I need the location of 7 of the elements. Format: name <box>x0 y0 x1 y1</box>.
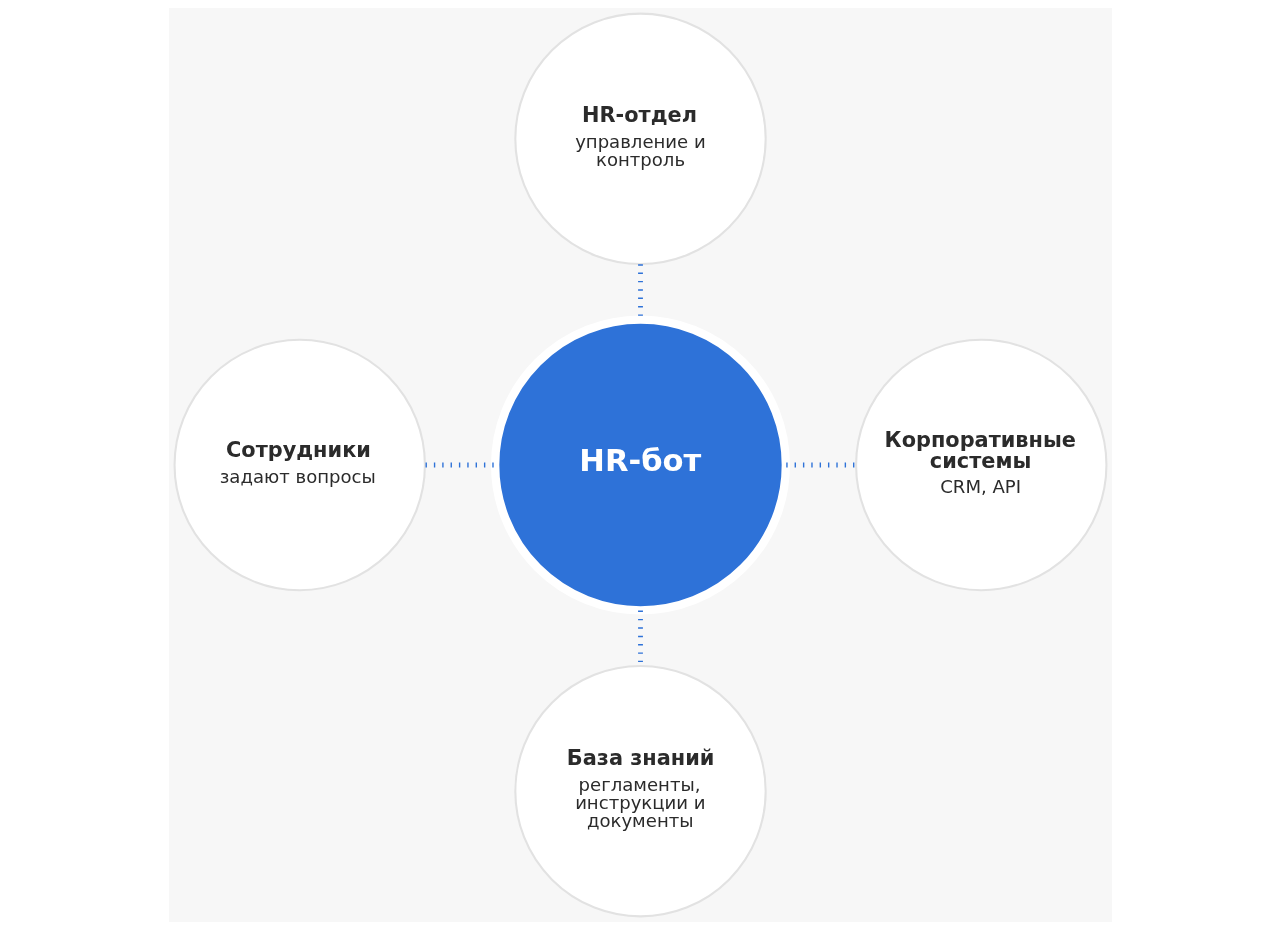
connector <box>425 462 495 468</box>
node-circle: HR-отдел управление и контроль <box>513 12 767 266</box>
node-circle: Сотрудники задают вопросы <box>173 338 426 592</box>
node-circle: Корпоративные системы CRM, API <box>854 338 1107 592</box>
node-circle: База знаний регламенты, инструкции и документы <box>513 664 767 918</box>
connector <box>785 462 856 468</box>
node-circle: HR-бот <box>490 315 790 615</box>
